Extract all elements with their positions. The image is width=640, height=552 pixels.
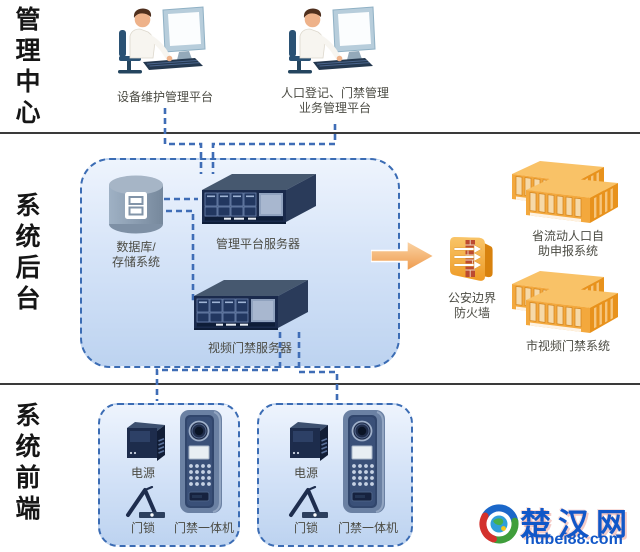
video-access-server-label: 视频门禁服务器	[207, 341, 292, 355]
frontend-zone-box-2	[257, 403, 413, 547]
site-logo-url: hubei88.com	[525, 531, 623, 548]
door-lock-2-label: 门锁	[293, 521, 318, 535]
connector-server2-frontend2	[297, 332, 339, 401]
connector-workstation1-server1	[163, 108, 203, 174]
section-label-system-backend: 系统后台	[12, 192, 40, 316]
access-terminal-1-label: 门禁一体机	[173, 521, 234, 535]
section-label-system-frontend: 系统前端	[12, 402, 40, 526]
workstation-2-icon	[283, 4, 383, 86]
access-terminal-2-label: 门禁一体机	[337, 521, 398, 535]
power-supply-2-label: 电源	[293, 466, 318, 480]
provincial-system-label-line2: 助申报系统	[537, 244, 598, 258]
database-icon	[108, 174, 164, 235]
power-supply-1-label: 电源	[130, 466, 155, 480]
door-lock-1-label: 门锁	[130, 521, 155, 535]
city-system-label: 市视频门禁系统	[525, 339, 610, 353]
flow-arrow-icon	[371, 240, 435, 272]
workstation-2-label-line1: 人口登记、门禁管理	[280, 86, 389, 100]
divider-line-bottom	[0, 383, 640, 385]
power-supply-1-icon	[126, 421, 166, 462]
section-label-management-center: 管理中心	[12, 6, 40, 130]
management-server-label: 管理平台服务器	[215, 237, 300, 251]
site-logo-name: 楚汉网	[520, 507, 634, 542]
divider-line-top	[0, 132, 640, 134]
provincial-system-icon	[506, 158, 626, 232]
firewall-icon	[449, 236, 494, 282]
firewall-label-line2: 防火墙	[453, 306, 490, 320]
database-label-line1: 数据库/	[116, 240, 156, 254]
site-logo-icon	[477, 502, 521, 546]
workstation-1-icon	[113, 4, 213, 86]
firewall-label-line1: 公安边界	[447, 291, 496, 305]
workstation-2-label-line2: 业务管理平台	[298, 101, 371, 115]
power-supply-2-icon	[289, 421, 329, 462]
connector-database-server2	[166, 209, 196, 301]
management-server-icon	[201, 173, 317, 225]
provincial-system-label-line1: 省流动人口自	[531, 229, 604, 243]
video-access-server-icon	[193, 279, 309, 331]
city-system-icon	[506, 268, 626, 342]
connector-workstation2-server1	[211, 124, 337, 174]
door-lock-1-icon	[126, 486, 167, 520]
access-terminal-1-icon	[179, 409, 223, 514]
workstation-1-label: 设备维护管理平台	[116, 90, 213, 104]
door-lock-2-icon	[289, 486, 330, 520]
database-label-line2: 存储系统	[111, 255, 160, 269]
access-terminal-2-icon	[342, 409, 386, 514]
